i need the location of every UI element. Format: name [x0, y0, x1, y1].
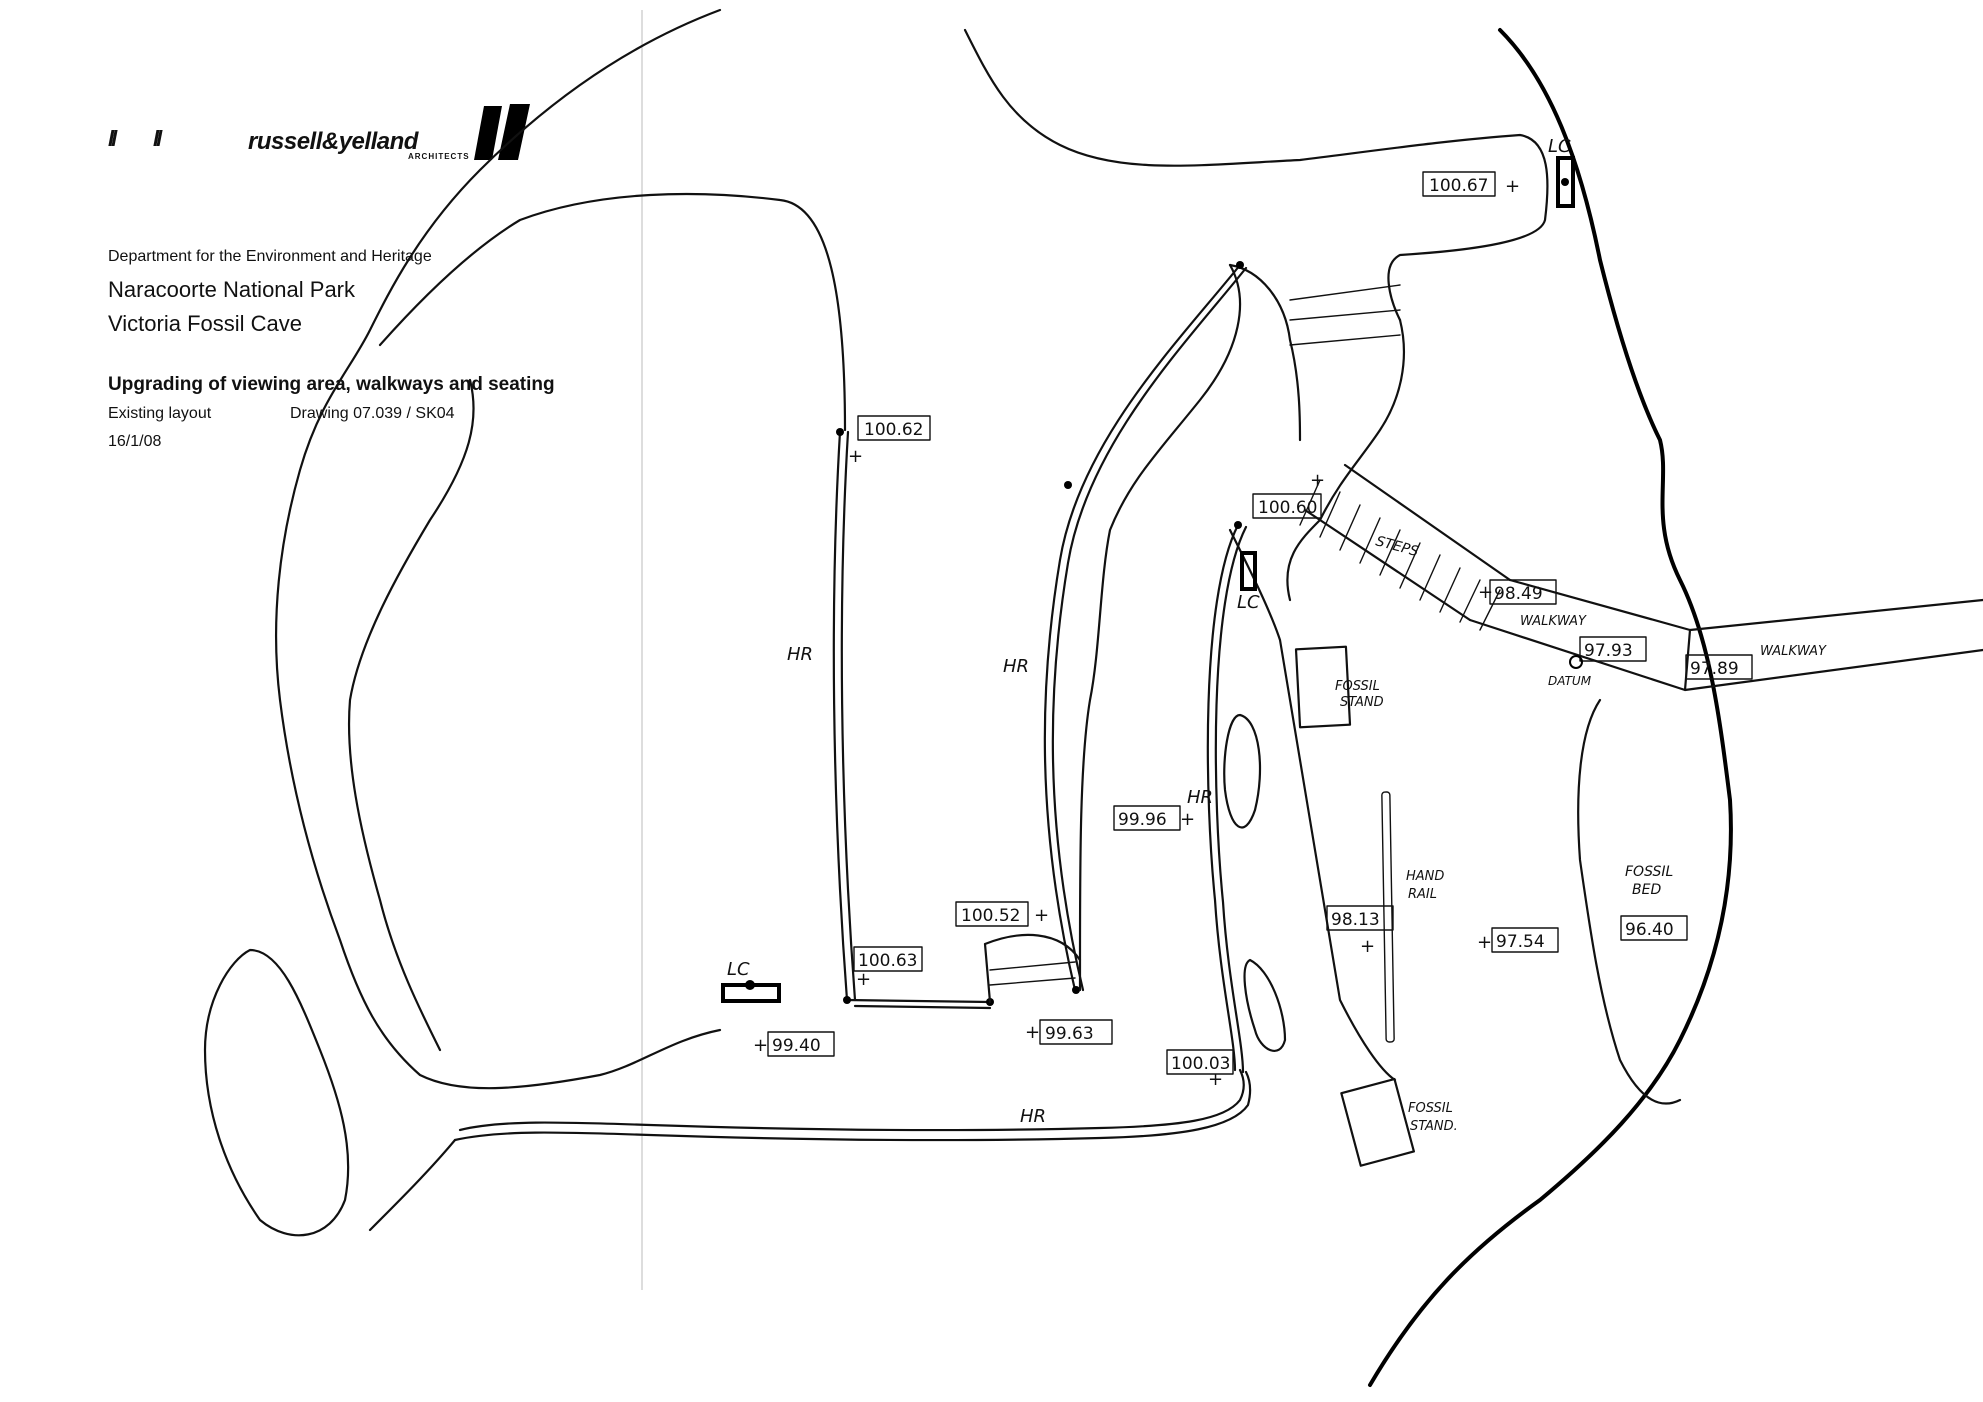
hand-rail-label: RAIL	[1408, 887, 1437, 902]
handrail-bottom-2	[453, 1070, 1252, 1142]
hr-label: HR	[1003, 656, 1029, 677]
svg-text:+: +	[1478, 582, 1493, 603]
handrail-center-2	[1051, 266, 1248, 992]
fossil-stand-label: STAND.	[1410, 1119, 1458, 1134]
handrail-center	[1043, 263, 1242, 992]
rock-outline-2	[1243, 958, 1287, 1052]
walkway-label: WALKWAY	[1520, 614, 1587, 629]
lc-label: LC	[727, 959, 750, 980]
hr-label: HR	[1187, 787, 1213, 808]
inner-ridge-2	[347, 378, 475, 1052]
drawing-number: Drawing 07.039 / SK04	[290, 405, 455, 422]
logo-subtitle: ARCHITECTS	[408, 152, 470, 161]
handwritten-labels: LC LC LC HR HR HR HR STEPS WALKWAY WALKW…	[727, 136, 1827, 1134]
svg-text:+: +	[1477, 932, 1492, 953]
cave-outline-left	[274, 8, 722, 1090]
handrail-right-column	[1206, 523, 1240, 1072]
channel-left-bank	[1078, 263, 1242, 962]
drawing-date: 16/1/08	[108, 433, 162, 450]
project-title: Upgrading of viewing area, walkways and …	[108, 374, 555, 395]
level-value: 100.63	[858, 951, 917, 971]
logo-mark-small: ll	[108, 126, 117, 151]
handrail-bottom	[458, 1068, 1245, 1132]
hr-label: HR	[787, 644, 813, 665]
hand-rail-bar	[1381, 791, 1395, 1043]
level-markers: 100.67 + 100.62 + 100.60 + 98.49 + 97.93…	[753, 171, 1753, 1090]
fossil-bed-outline	[1577, 698, 1682, 1105]
cave-wall-right	[1368, 28, 1733, 1387]
level-value: 100.60	[1258, 498, 1317, 518]
level-value: 99.96	[1118, 810, 1167, 830]
walkway-label: WALKWAY	[1760, 644, 1827, 659]
layout-label: Existing layout	[108, 405, 212, 422]
fossil-stand-label: FOSSIL	[1408, 1101, 1453, 1116]
logo-mark-small: ll	[153, 126, 162, 151]
level-value: 96.40	[1625, 920, 1674, 940]
handrail-left	[832, 430, 849, 1002]
steps-upper	[1289, 284, 1401, 346]
lc-label: LC	[1237, 592, 1260, 613]
fossil-stand-label: STAND	[1340, 695, 1384, 710]
level-value: 100.67	[1429, 176, 1488, 196]
fossil-stand-2	[1340, 1077, 1415, 1167]
fossil-bed-label: BED	[1632, 882, 1661, 898]
channel-right-bank	[1286, 318, 1406, 602]
svg-text:+: +	[1310, 470, 1325, 491]
handrail-left-2	[840, 430, 857, 1002]
light-cabinet-1-dot	[745, 980, 755, 990]
svg-text:+: +	[1505, 176, 1520, 197]
level-value: 97.54	[1496, 932, 1545, 952]
company-logo: ll ll russell&yelland ARCHITECTS	[108, 100, 548, 170]
level-value: 99.63	[1045, 1024, 1094, 1044]
posts	[836, 178, 1569, 1006]
pond-outline	[203, 948, 350, 1237]
svg-text:+: +	[1360, 936, 1375, 957]
level-value: 100.52	[961, 906, 1020, 926]
island-outline	[1228, 528, 1397, 1082]
lc-label: LC	[1548, 136, 1571, 157]
bench	[983, 933, 1082, 1004]
handrail-diagonal-bottom	[368, 1138, 457, 1232]
fossil-stand-1	[1294, 645, 1352, 729]
walkway-outline	[1468, 578, 1983, 692]
hr-label: HR	[1020, 1106, 1046, 1127]
fossil-bed-label: FOSSIL	[1625, 864, 1673, 880]
datum-label: DATUM	[1548, 674, 1592, 688]
bench-slat	[989, 961, 1076, 986]
light-cabinet-3	[1556, 156, 1575, 208]
inner-ridge	[378, 192, 847, 432]
level-value: 100.62	[864, 420, 923, 440]
handrail-bottom-left	[845, 998, 992, 1010]
site-name: Victoria Fossil Cave	[108, 311, 302, 336]
level-value: 98.13	[1331, 910, 1380, 930]
light-cabinet-2	[1240, 551, 1257, 591]
level-value: 99.40	[772, 1036, 821, 1056]
fossil-stand-label: FOSSIL	[1335, 679, 1380, 694]
steps	[1299, 463, 1512, 631]
logo-brand: russell&yelland	[248, 128, 418, 155]
svg-text:+: +	[1208, 1069, 1223, 1090]
park-name: Naracoorte National Park	[108, 277, 356, 302]
cave-ledge	[1228, 263, 1302, 442]
svg-text:+: +	[753, 1035, 768, 1056]
svg-text:+: +	[848, 446, 863, 467]
svg-text:+: +	[1180, 809, 1195, 830]
cave-outline-top	[963, 28, 1549, 322]
level-value: 100.03	[1171, 1054, 1230, 1074]
svg-text:+: +	[1025, 1022, 1040, 1043]
svg-text:+: +	[856, 969, 871, 990]
handrail-right-column-2	[1214, 525, 1248, 1074]
level-value: 98.49	[1494, 584, 1543, 604]
hand-rail-label: HAND	[1406, 869, 1444, 884]
department-name: Department for the Environment and Herit…	[108, 248, 432, 265]
level-value: 97.89	[1690, 659, 1739, 679]
level-value: 97.93	[1584, 641, 1633, 661]
rock-outline-1	[1223, 713, 1262, 829]
svg-text:+: +	[1034, 905, 1049, 926]
